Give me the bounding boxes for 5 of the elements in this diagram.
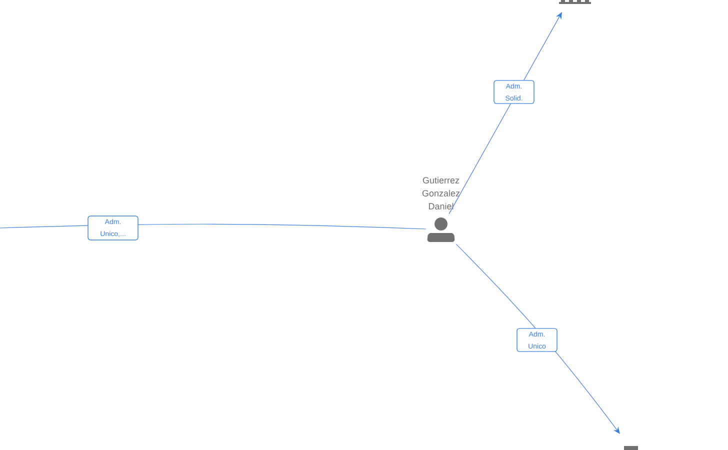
building-icon [624, 446, 638, 450]
arrow [456, 244, 620, 434]
person-name: Gutierrez Gonzalez Daniel [422, 176, 460, 210]
arrow [448, 12, 562, 214]
building-icon [559, 0, 591, 4]
